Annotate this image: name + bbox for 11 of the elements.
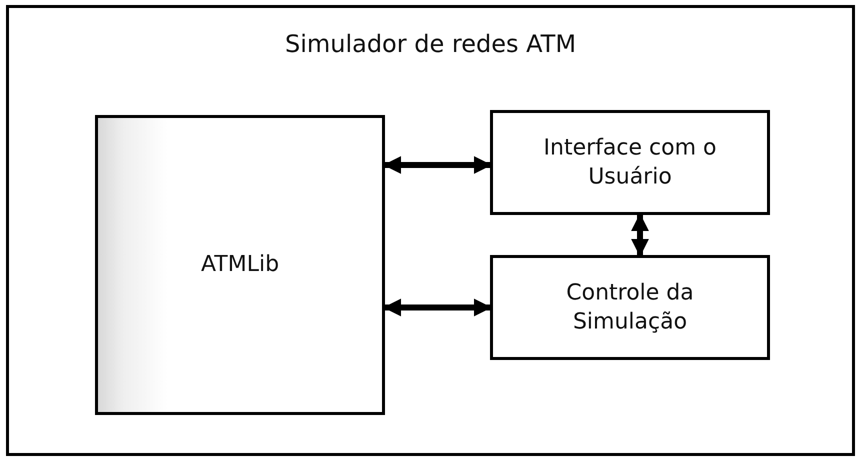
system-frame — [6, 5, 855, 456]
frame-label: Simulador de redes ATM — [284, 29, 578, 60]
control-box — [490, 255, 770, 360]
library-box — [95, 115, 385, 415]
double-arrow — [631, 213, 649, 257]
box-label: Controle da Simulação — [565, 278, 695, 336]
interface-box — [490, 110, 770, 215]
box-label: ATMLib — [200, 251, 280, 280]
double-arrow — [383, 298, 492, 316]
double-arrow — [383, 156, 492, 174]
box-label: Interface com o Usuário — [542, 134, 718, 192]
